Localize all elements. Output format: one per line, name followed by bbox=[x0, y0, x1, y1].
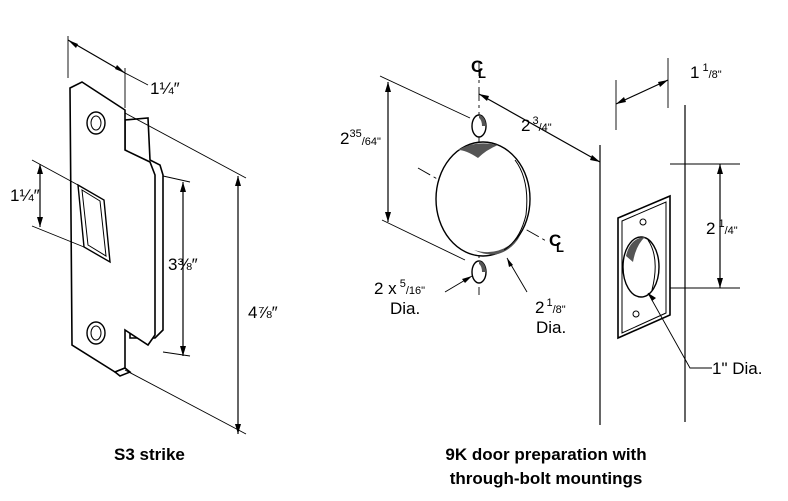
prep-caption-line-1: 9K door preparation with bbox=[445, 445, 646, 464]
strike-dim-mid: 3⅜″ bbox=[168, 255, 198, 274]
prep-holes-dia: Dia. bbox=[390, 299, 420, 318]
door-face-drawing bbox=[379, 62, 601, 295]
svg-text:L: L bbox=[478, 66, 486, 81]
cylinder-bore bbox=[435, 141, 531, 257]
prep-dim-height: 235/64" bbox=[340, 128, 381, 148]
edge-hole-label: 1" Dia. bbox=[712, 359, 762, 378]
prep-caption-line-2: through-bolt mountings bbox=[450, 469, 643, 488]
door-edge-drawing bbox=[599, 58, 740, 425]
strike-dim-left: 1¼″ bbox=[10, 186, 40, 205]
strike-caption: S3 strike bbox=[114, 445, 185, 464]
faceplate-screw-top bbox=[639, 218, 647, 226]
strike-dim-right: 4⅞″ bbox=[248, 303, 278, 322]
centerline-symbol-top: C L bbox=[471, 57, 486, 81]
strike-latch-opening bbox=[77, 183, 111, 264]
centerline-symbol-bottom: C L bbox=[549, 231, 564, 255]
svg-text:L: L bbox=[556, 240, 564, 255]
latch-bore bbox=[622, 236, 660, 298]
svg-text:C: C bbox=[549, 231, 561, 250]
faceplate-screw-bottom bbox=[632, 310, 640, 318]
svg-text:C: C bbox=[471, 57, 483, 76]
strike-dim-top: 1¼″ bbox=[150, 79, 180, 98]
prep-bore-dia: Dia. bbox=[536, 318, 566, 337]
s3-strike-drawing bbox=[31, 36, 247, 435]
